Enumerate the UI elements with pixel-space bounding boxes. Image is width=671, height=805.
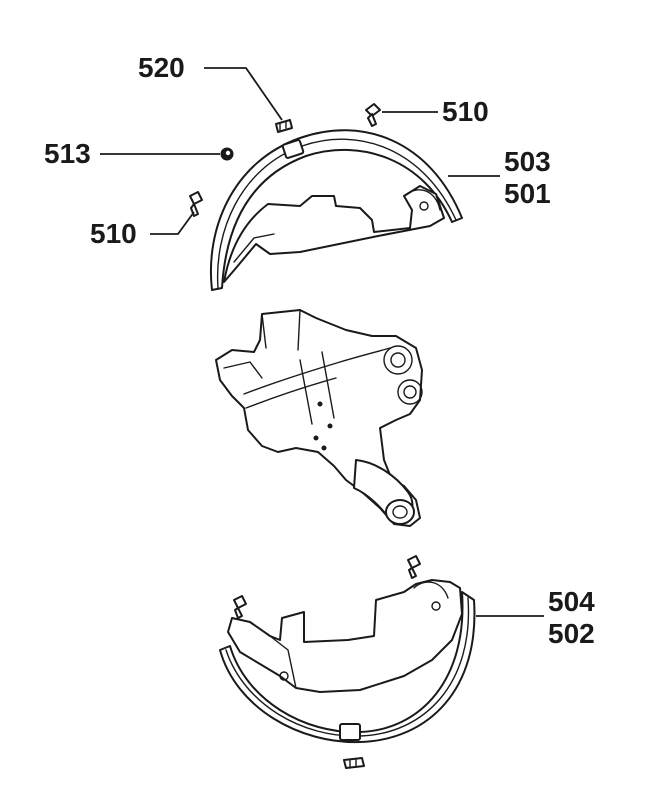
bolt-510-top: [365, 103, 381, 127]
callout-520: 520: [138, 52, 185, 83]
callout-504: 504: [548, 586, 595, 617]
clip-lower: [343, 757, 365, 769]
callout-510-top: 510: [442, 96, 489, 127]
lower-splash-shield: [219, 579, 476, 744]
callout-502: 502: [548, 618, 595, 649]
bolt-510-left: [189, 191, 203, 217]
callout-503: 503: [504, 146, 551, 177]
callout-501: 501: [504, 178, 551, 209]
bolt-lower-left: [233, 595, 247, 619]
clip-520: [275, 119, 293, 133]
steering-knuckle: [215, 309, 423, 527]
callout-513: 513: [44, 138, 91, 169]
upper-splash-shield: [210, 129, 463, 291]
bolt-lower-right: [407, 555, 421, 579]
callout-510-left: 510: [90, 218, 137, 249]
washer-513: [220, 147, 234, 161]
leader-lines: [100, 67, 544, 617]
